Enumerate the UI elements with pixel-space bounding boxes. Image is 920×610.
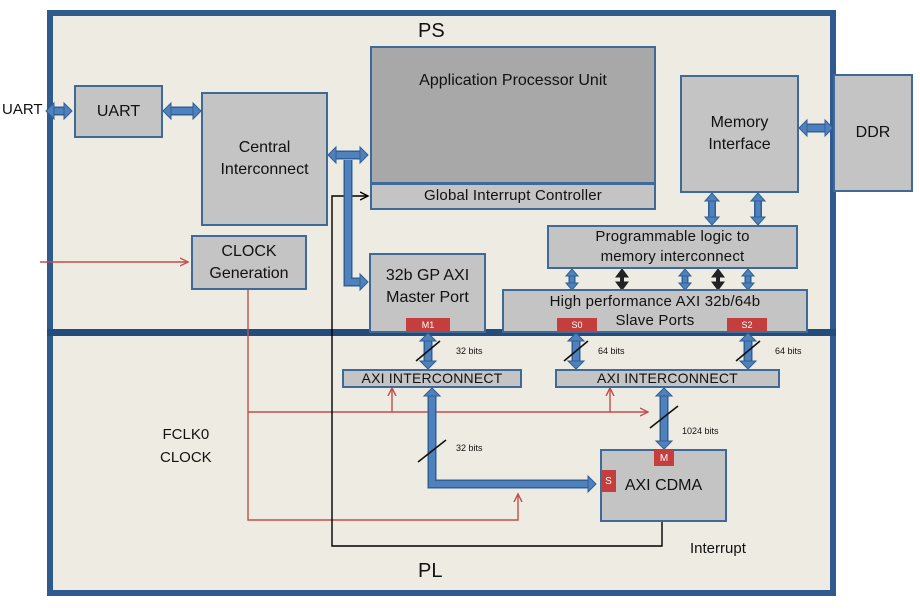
axi-interconnect-left-label: AXI INTERCONNECT: [361, 370, 503, 387]
gp-master-port-line-1: 32b GP AXI: [385, 267, 470, 284]
axi-cdma-block[interactable]: AXI CDMA: [600, 449, 727, 522]
port-s: S: [601, 470, 616, 492]
slash-left-down: [417, 439, 447, 463]
memory-interface-line-2: Interface: [708, 136, 771, 153]
ps-label: PS: [418, 20, 445, 42]
port-m1: M1: [406, 318, 450, 332]
bus-width-slashes: [415, 340, 761, 463]
bus-width-s0: 64 bits: [598, 346, 625, 356]
ctrl-arrow-2: [711, 268, 725, 291]
slash-m1: [415, 340, 441, 362]
central-interconnect-block[interactable]: Central Interconnect: [201, 92, 328, 226]
fclk-line-2: CLOCK: [160, 448, 212, 466]
clock-generation-block[interactable]: CLOCK Generation: [191, 235, 307, 290]
gic-label: Global Interrupt Controller: [424, 187, 602, 205]
interrupt-label: Interrupt: [690, 540, 746, 557]
bus-width-right-down: 1024 bits: [682, 426, 719, 436]
bus-axi-right-cdma: [654, 387, 674, 450]
bus-mem-plmem-2: [749, 192, 767, 226]
uart-external-label: UART: [2, 101, 43, 118]
axi-interconnect-right[interactable]: AXI INTERCONNECT: [555, 369, 780, 388]
bus-mem-plmem-1: [703, 192, 721, 226]
bus-central-apu: [327, 145, 369, 165]
bus-arrows: [45, 101, 834, 494]
pl-mem-interconnect-line-1: Programmable logic to: [595, 227, 750, 245]
port-s0: S0: [557, 318, 597, 332]
gp-master-port-block[interactable]: 32b GP AXI Master Port: [369, 253, 486, 333]
clock-generation-line-2: Generation: [209, 264, 289, 282]
hp-slave-ports-line-2: Slave Ports: [615, 312, 695, 329]
memory-interface-block[interactable]: Memory Interface: [680, 75, 799, 193]
clock-generation-line-1: CLOCK: [221, 242, 277, 260]
uart-block-label: UART: [96, 102, 141, 120]
bus-uart-external: [45, 101, 73, 121]
fclk-label: FCLK0 CLOCK: [160, 424, 212, 469]
central-interconnect-line-2: Interconnect: [220, 161, 309, 178]
apu-block[interactable]: Application Processor Unit: [370, 46, 656, 184]
axi-interconnect-left[interactable]: AXI INTERCONNECT: [342, 369, 522, 388]
central-interconnect-line-1: Central: [238, 139, 291, 157]
bus-width-left-down: 32 bits: [456, 443, 483, 453]
bus-plmem-hp-2: [677, 268, 693, 291]
ctrl-arrow-1: [615, 268, 629, 291]
uart-block[interactable]: UART: [74, 85, 163, 138]
bus-plmem-hp-3: [740, 268, 756, 291]
apu-label: Application Processor Unit: [419, 72, 607, 89]
bus-width-m1: 32 bits: [456, 346, 483, 356]
pl-mem-interconnect-line-2: memory interconnect: [600, 248, 745, 265]
pl-mem-interconnect-block[interactable]: Programmable logic to memory interconnec…: [547, 225, 798, 269]
ddr-block[interactable]: DDR: [833, 74, 913, 192]
hp-slave-ports-line-1: High performance AXI 32b/64b: [549, 292, 761, 310]
memory-interface-line-1: Memory: [710, 114, 769, 132]
gic-block[interactable]: Global Interrupt Controller: [370, 183, 656, 210]
fclk-line-1: FCLK0: [162, 426, 210, 443]
gp-master-port-line-2: Master Port: [386, 288, 469, 306]
axi-interconnect-right-label: AXI INTERCONNECT: [597, 370, 738, 387]
axi-cdma-label: AXI CDMA: [624, 476, 703, 494]
control-arrows: [615, 268, 725, 291]
clock-trunk: [247, 290, 518, 521]
slash-s0: [563, 340, 589, 362]
port-m: M: [654, 450, 674, 466]
bus-width-s2: 64 bits: [775, 346, 802, 356]
slash-s2: [735, 340, 761, 362]
bus-plmem-hp-1: [564, 268, 580, 291]
port-s2: S2: [727, 318, 767, 332]
bus-mem-ddr: [798, 118, 834, 138]
slash-right-down: [649, 405, 679, 429]
ddr-label: DDR: [855, 124, 891, 142]
pl-label: PL: [418, 560, 443, 582]
clock-lines: [40, 262, 648, 521]
bus-axi-left-cdma: [422, 387, 597, 494]
bus-uart-central: [162, 101, 202, 121]
bus-central-gp-master: [343, 160, 369, 292]
